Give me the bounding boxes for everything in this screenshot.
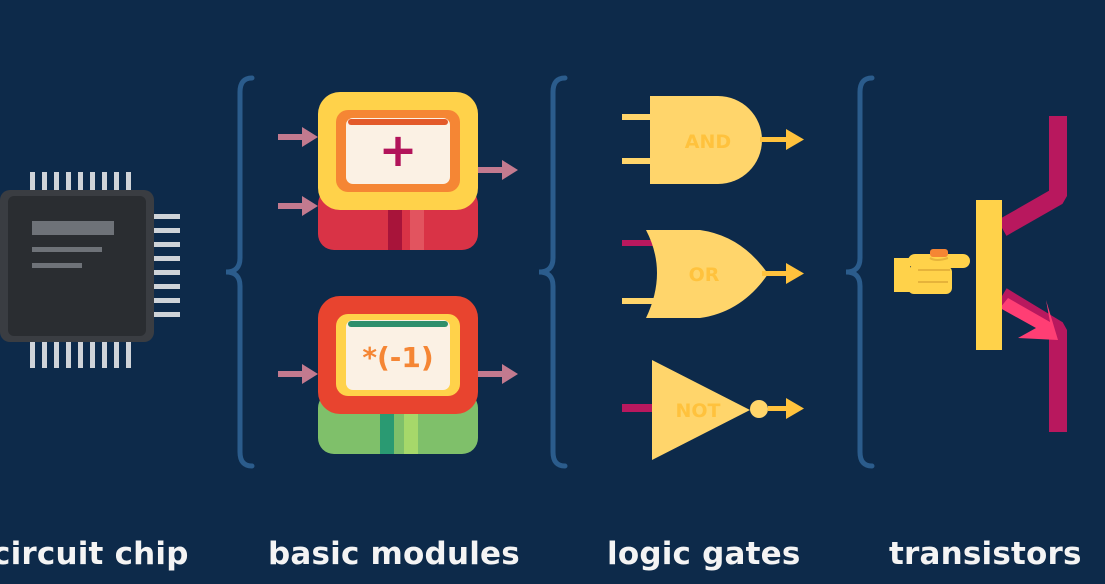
caption-logic-gates: logic gates — [607, 536, 801, 572]
bracket-2 — [538, 75, 568, 469]
adder-symbol: + — [379, 123, 418, 177]
and-gate-label: AND — [685, 131, 731, 153]
and-gate: AND — [622, 96, 804, 184]
chip-label-bar — [32, 221, 114, 235]
circuit-chip — [0, 172, 180, 368]
caption-circuit-chip: circuit chip — [0, 536, 189, 572]
arrow-icon — [278, 196, 318, 216]
transistor-base — [976, 200, 1002, 350]
chip-pins-top — [30, 172, 131, 194]
chip-pins-bottom — [30, 340, 131, 368]
arrow-icon — [278, 127, 318, 147]
output-arrow-icon — [786, 398, 804, 419]
section-brackets — [225, 75, 875, 469]
caption-basic-modules: basic modules — [268, 536, 520, 572]
output-arrow-icon — [786, 129, 804, 150]
negate-module: *(-1) — [318, 296, 478, 454]
pointing-hand-icon — [894, 249, 970, 294]
output-arrow-icon — [786, 263, 804, 284]
arrow-icon — [478, 364, 518, 384]
or-gate: OR — [622, 230, 804, 318]
or-gate-label: OR — [689, 264, 720, 286]
arrow-icon — [278, 364, 318, 384]
bracket-3 — [845, 75, 875, 469]
negate-symbol: *(-1) — [362, 341, 433, 374]
arrow-icon — [478, 160, 518, 180]
adder-module: + — [318, 92, 478, 250]
not-bubble — [750, 400, 768, 418]
emitter-arrow-icon — [1000, 298, 1058, 340]
chip-pins-right — [150, 214, 180, 317]
module-arrows — [278, 127, 518, 384]
not-gate-label: NOT — [675, 400, 720, 422]
bracket-1 — [225, 75, 255, 469]
transistor — [894, 116, 1067, 432]
caption-transistors: transistors — [889, 536, 1082, 572]
not-gate: NOT — [622, 360, 804, 460]
